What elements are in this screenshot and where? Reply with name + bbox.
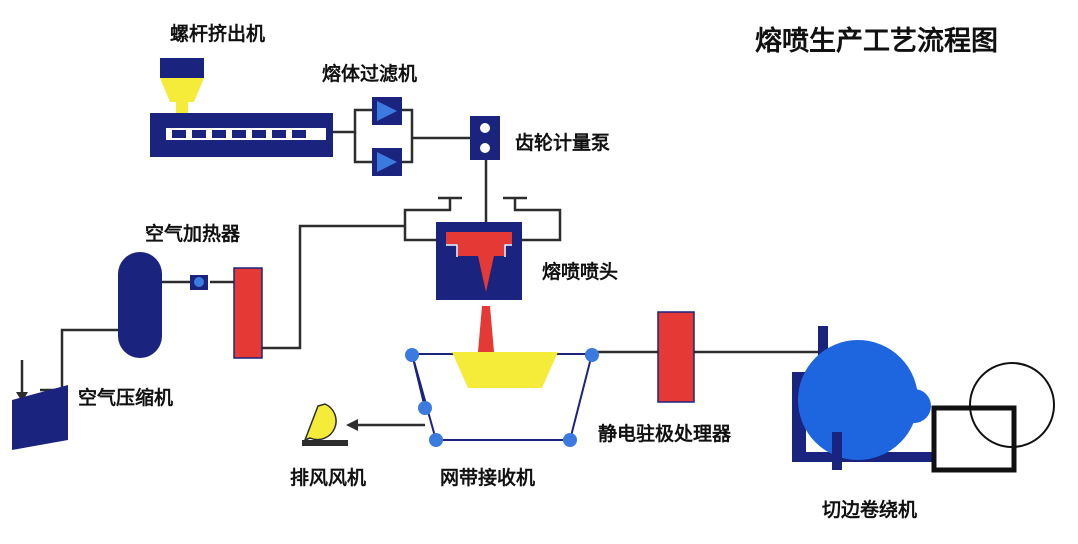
diagram-title: 熔喷生产工艺流程图 xyxy=(755,25,998,57)
filter-unit-bottom-element xyxy=(377,152,397,172)
air-heater-label: 空气加热器 xyxy=(145,222,241,245)
pipe-tank-to-compressor xyxy=(40,328,118,392)
air-heater: 空气加热器 xyxy=(145,222,263,359)
extruder-label: 螺杆挤出机 xyxy=(170,22,265,45)
intake-arrow xyxy=(16,392,28,402)
gear-pump-gear-bottom xyxy=(480,143,490,153)
winder-main-roll xyxy=(798,340,918,460)
pipe-air-right xyxy=(513,198,562,242)
electret-label: 静电驻极处理器 xyxy=(598,422,732,445)
pipe-heater-to-die xyxy=(262,224,405,350)
gear-pump-label: 齿轮计量泵 xyxy=(515,131,610,154)
pipe-filter-merge xyxy=(402,108,414,164)
compressor-unit xyxy=(12,385,68,450)
air-valve-core xyxy=(194,277,204,287)
winder-product-roll xyxy=(969,362,1055,448)
die-head-melt-cavity xyxy=(446,232,512,292)
air-compressor: 空气压缩机 xyxy=(12,252,173,450)
suction-box xyxy=(452,352,558,388)
winder-label: 切边卷绕机 xyxy=(822,498,917,521)
melt-filter-label: 熔体过滤机 xyxy=(322,62,417,85)
belt-roller-top-right xyxy=(585,348,599,362)
extruder-screw-flights xyxy=(172,130,306,138)
air-tank xyxy=(118,252,162,358)
exhaust-fan-label: 排风风机 xyxy=(290,466,366,489)
filter-unit-top-element xyxy=(377,101,397,121)
winder-nip-roll xyxy=(897,389,931,423)
extruder-feed-throat xyxy=(176,102,188,116)
extruder-hopper xyxy=(160,78,204,102)
belt-roller-bottom-left xyxy=(429,433,443,447)
electret-processor: 静电驻极处理器 xyxy=(598,311,732,445)
screw-extruder: 螺杆挤出机 xyxy=(150,22,333,157)
fan-base xyxy=(302,440,348,446)
die-head-air-channels xyxy=(446,244,512,257)
electret-processor-body xyxy=(657,311,695,403)
pipe-air-left xyxy=(403,198,452,242)
extruder-hopper-top xyxy=(160,58,204,78)
belt-roller-bottom-right xyxy=(563,433,577,447)
belt-receiver-label: 网带接收机 xyxy=(440,466,535,489)
pipe-extruder-to-filter-bottom xyxy=(353,132,372,164)
pipe-extruder-to-filter-top xyxy=(330,108,372,134)
fan-housing xyxy=(303,403,337,442)
slitting-winder: 切边卷绕机 xyxy=(792,326,1055,521)
winder-support-post xyxy=(832,432,842,470)
exhaust-arrow xyxy=(346,419,358,431)
melt-fiber-stream xyxy=(478,306,494,352)
exhaust-fan: 排风风机 xyxy=(290,403,366,489)
gear-pump-gear-top xyxy=(480,123,490,133)
air-heater-body xyxy=(233,267,263,359)
belt-inner-left xyxy=(411,353,426,409)
belt-roller-top-left xyxy=(405,348,419,362)
gear-metering-pump: 齿轮计量泵 xyxy=(470,116,610,160)
die-head-label: 熔喷喷头 xyxy=(542,260,618,283)
air-compressor-label: 空气压缩机 xyxy=(78,386,173,409)
belt-roller-mid-left xyxy=(418,401,432,415)
belt-receiver: 网带接收机 xyxy=(405,348,599,489)
winder-stand xyxy=(931,405,1017,473)
winder-slitter-blade xyxy=(818,326,828,362)
melt-filter: 熔体过滤机 xyxy=(322,62,417,176)
gear-pump-body xyxy=(470,116,500,160)
melt-blown-die-head: 熔喷喷头 xyxy=(436,222,618,352)
